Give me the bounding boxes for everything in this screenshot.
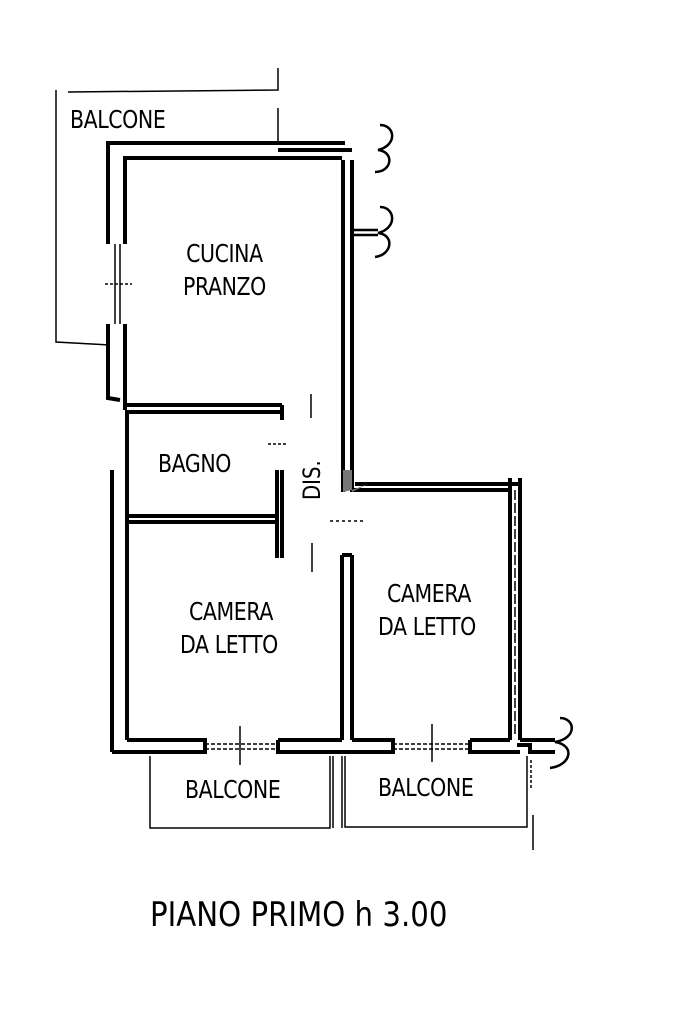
room-label-balcone-bottom-right: BALCONE	[378, 773, 474, 802]
room-label-line2: DA LETTO	[180, 629, 278, 659]
downspout-symbols	[352, 123, 573, 770]
room-label-line1: CUCINA	[186, 239, 263, 268]
balcony-bottom-outlines	[149, 756, 534, 850]
room-label-line1: CAMERA	[189, 597, 273, 626]
room-label-disimpegno: DIS.	[298, 460, 326, 500]
exterior-walls	[106, 141, 555, 754]
room-label-line2: PRANZO	[183, 271, 266, 301]
floor-plan-title: PIANO PRIMO h 3.00	[150, 895, 448, 935]
room-label-cucina-pranzo: CUCINA PRANZO	[183, 238, 266, 303]
room-label-line1: CAMERA	[387, 579, 471, 608]
interior-walls	[127, 403, 284, 558]
room-label-balcone-top: BALCONE	[70, 105, 166, 134]
room-label-bagno: BAGNO	[158, 449, 232, 478]
room-label-camera-right: CAMERA DA LETTO	[378, 578, 476, 643]
room-label-camera-left: CAMERA DA LETTO	[180, 596, 278, 661]
room-label-balcone-bottom-left: BALCONE	[185, 775, 281, 804]
door-marks	[105, 244, 516, 765]
hatched-column	[343, 470, 368, 492]
balcony-top-outline	[55, 68, 279, 346]
room-label-line2: DA LETTO	[378, 611, 476, 641]
